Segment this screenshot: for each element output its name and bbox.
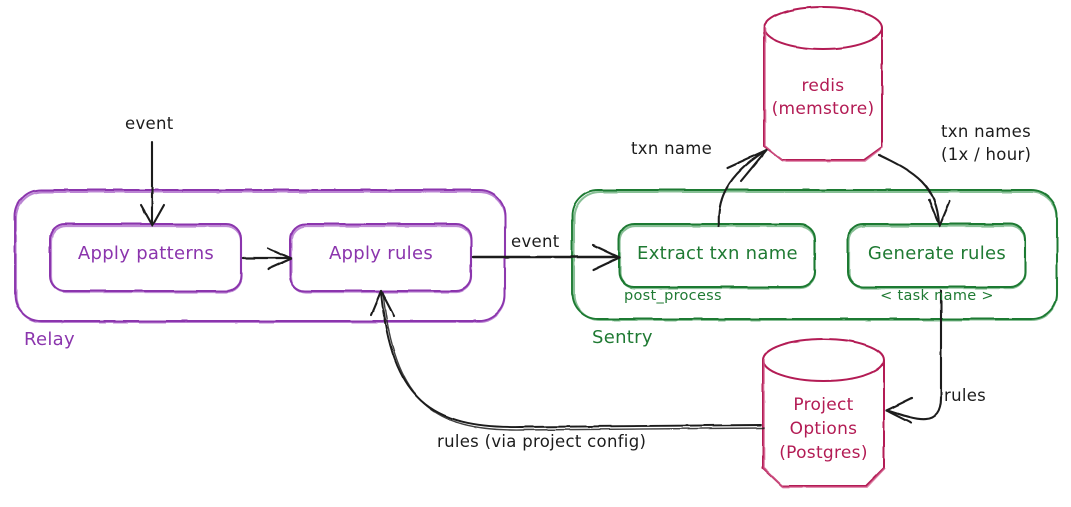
node-label-redis-line1: redis	[801, 76, 845, 96]
node-label-project-options-line1: Project	[793, 395, 854, 415]
node-redis-shape[interactable]	[763, 6, 884, 162]
node-generate-rules-shape[interactable]	[847, 223, 1027, 290]
group-label-sentry: Sentry	[592, 327, 653, 348]
group-label-relay: Relay	[24, 329, 75, 350]
edge-label-txn-names-line1: txn names	[941, 122, 1032, 141]
edge-label-event-to-sentry: event	[511, 232, 560, 251]
node-caption-post-process: post_process	[624, 288, 722, 304]
node-label-project-options-line2: Options	[789, 419, 858, 439]
node-label-extract-txn-name: Extract txn name	[637, 243, 798, 264]
edge-postgres-to-apply-rules	[369, 289, 765, 431]
edge-label-rules: rules	[944, 386, 987, 405]
edge-label-event-in: event	[125, 114, 174, 133]
node-label-apply-patterns: Apply patterns	[77, 243, 215, 264]
edge-label-rules-via-project-config: rules (via project config)	[437, 432, 647, 451]
edge-label-txn-name: txn name	[631, 139, 713, 158]
node-apply-patterns-shape[interactable]	[49, 223, 243, 294]
edge-event-in	[139, 140, 166, 227]
edge-generate-to-postgres	[885, 288, 943, 425]
edge-label-txn-names-line2: (1x / hour)	[941, 145, 1032, 164]
edge-rules-to-extract	[471, 243, 621, 272]
node-project-options-shape[interactable]	[762, 338, 886, 488]
node-label-apply-rules: Apply rules	[328, 243, 434, 264]
node-label-generate-rules: Generate rules	[867, 243, 1007, 264]
node-label-redis-line2: (memstore)	[771, 99, 875, 119]
node-caption-task-name: < task name >	[880, 288, 994, 304]
node-label-project-options-line3: (Postgres)	[779, 443, 868, 463]
edge-patterns-to-rules	[241, 246, 293, 271]
edge-extract-to-redis	[717, 148, 768, 228]
edge-redis-to-generate	[877, 153, 952, 228]
node-extract-txn-name-shape[interactable]	[618, 223, 817, 290]
